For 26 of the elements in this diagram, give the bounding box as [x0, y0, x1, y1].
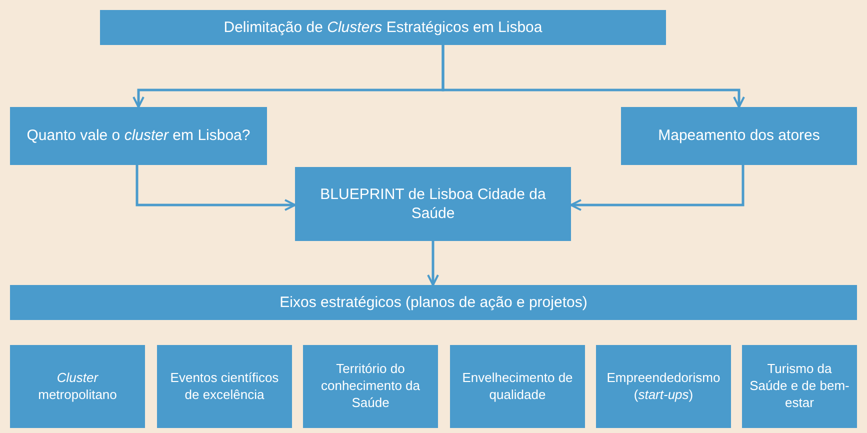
- arrow: [442, 45, 745, 108]
- process-box: [450, 345, 585, 428]
- box-label: Eixos estratégicos (planos de ação e projetos): [280, 292, 588, 312]
- box-label: Território do conhecimento da Saúde: [320, 361, 421, 412]
- process-box: [10, 345, 145, 428]
- process-box: [100, 10, 666, 45]
- process-box: [621, 107, 857, 165]
- arrow: [427, 241, 439, 286]
- box-label: Delimitação de Clusters Estratégicos em Lisboa: [224, 18, 542, 38]
- arrow: [136, 165, 296, 211]
- box-label: BLUEPRINT de Lisboa Cidade da Saúde: [319, 184, 547, 224]
- process-box: [303, 345, 438, 428]
- box-label: Mapeamento dos atores: [658, 126, 820, 146]
- box-label: Cluster metropolitano: [37, 370, 118, 404]
- box-label: Quanto vale o cluster em Lisboa?: [26, 126, 250, 146]
- process-box: [10, 107, 267, 165]
- process-box: [742, 345, 857, 428]
- box-label: Eventos científicos de excelência: [169, 370, 280, 404]
- arrow: [570, 165, 744, 211]
- process-box: [596, 345, 731, 428]
- box-label: Turismo da Saúde e de bem-estar: [748, 361, 850, 412]
- box-label: Empreendedorismo (start-ups): [606, 370, 722, 404]
- box-label: Envelhecimento de qualidade: [461, 370, 574, 404]
- process-box: [295, 167, 571, 241]
- process-box: [157, 345, 292, 428]
- process-box: [10, 285, 857, 320]
